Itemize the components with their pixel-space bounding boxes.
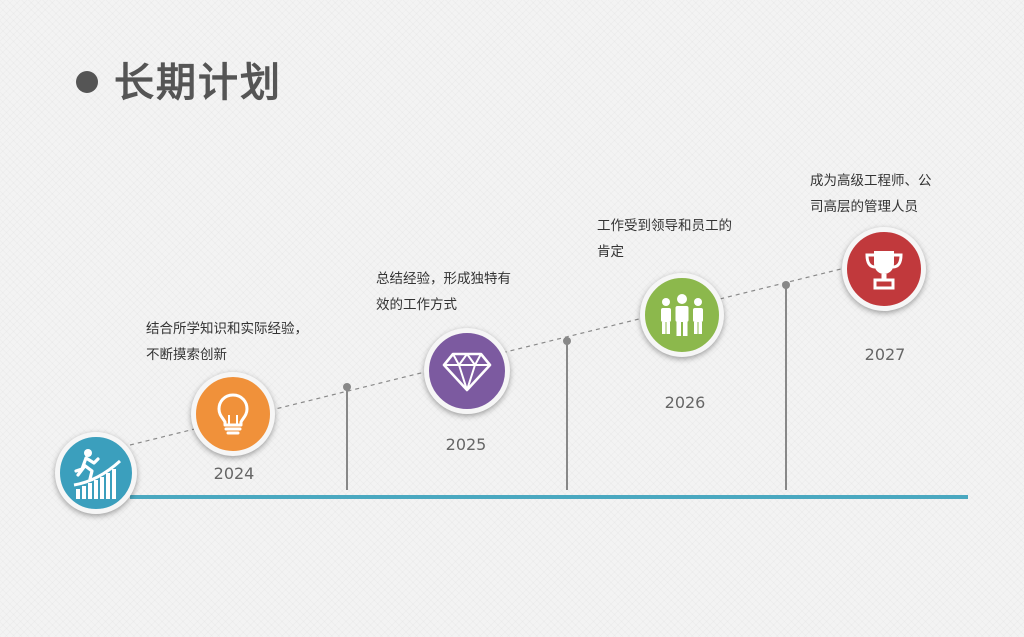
stem-2 [566,341,568,490]
stem-dot-3 [782,281,790,289]
stem-dot-2 [563,337,571,345]
page-title: 长期计划 [114,60,282,106]
title-bullet [76,71,98,93]
desc-line: 结合所学知识和实际经验， [146,321,308,337]
milestone-2027-desc: 成为高级工程师、公 司高层的管理人员 [810,168,932,220]
lightbulb-icon [217,393,249,435]
people-group-icon [661,294,703,336]
desc-line: 工作受到领导和员工的 [597,218,732,234]
milestone-2026-circle [640,273,724,357]
climbing-person-icon [73,449,122,499]
milestone-2025-year: 2025 [445,435,487,454]
desc-line: 肯定 [597,244,624,260]
timeline-baseline [130,495,968,499]
diamond-icon [442,352,492,392]
desc-line: 成为高级工程师、公 [810,173,932,189]
milestone-2024-circle [191,372,275,456]
desc-line: 总结经验，形成独特有 [376,271,511,287]
desc-line: 效的工作方式 [376,297,457,313]
stem-dot-1 [343,383,351,391]
milestone-2027-year: 2027 [864,345,906,364]
stem-3 [785,285,787,490]
desc-line: 不断摸索创新 [146,347,227,363]
milestone-2027-circle [842,227,926,311]
milestone-2026-desc: 工作受到领导和员工的 肯定 [597,213,732,265]
milestone-2024-year: 2024 [213,464,255,483]
milestone-2026-year: 2026 [664,393,706,412]
stem-1 [346,387,348,490]
desc-line: 司高层的管理人员 [810,199,918,215]
milestone-2025-circle [424,328,510,414]
milestone-2024-desc: 结合所学知识和实际经验， 不断摸索创新 [146,316,308,368]
start-circle [55,432,137,514]
milestone-2025-desc: 总结经验，形成独特有 效的工作方式 [376,266,511,318]
trophy-icon [865,251,903,290]
